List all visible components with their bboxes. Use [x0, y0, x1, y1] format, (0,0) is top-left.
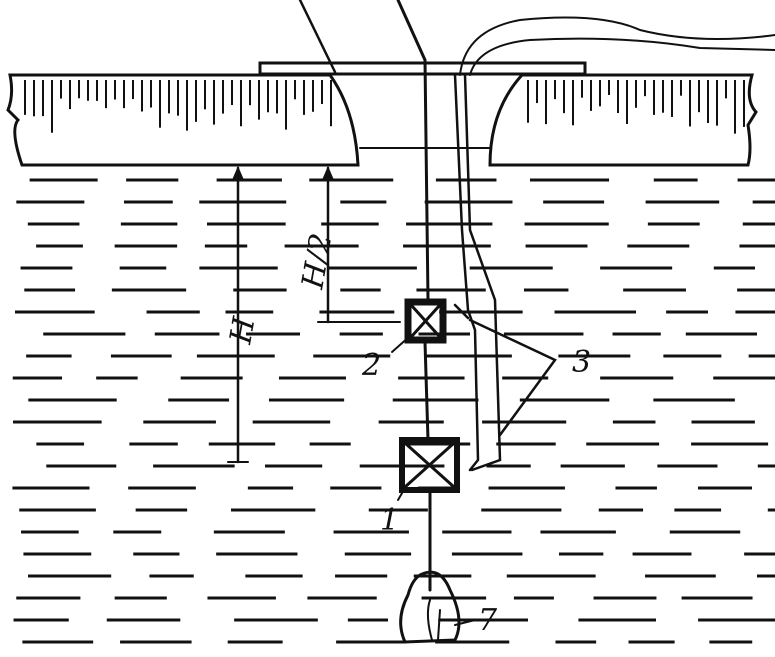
ice-right — [488, 73, 758, 167]
leader-bottle-lower — [397, 487, 406, 501]
label-H-half: H/2 — [295, 231, 339, 293]
label-H: H — [223, 314, 262, 348]
bottle-upper-cross-icon — [410, 304, 441, 338]
label-bottle-upper: 2 — [361, 348, 381, 383]
label-cables: 3 — [572, 345, 591, 380]
ice-layer — [6, 61, 758, 167]
bottle-lower-cross-icon — [403, 441, 456, 489]
arrow-up-icon — [322, 166, 334, 180]
sinker-weight — [399, 570, 461, 644]
bottle-lower-body — [399, 437, 460, 493]
cable-top — [459, 16, 775, 76]
label-weight: 7 — [478, 603, 498, 638]
sampling-rope — [396, 0, 432, 592]
dimension-H: H — [223, 166, 263, 464]
ice-hatching — [24, 80, 745, 134]
plank-cover — [258, 61, 587, 76]
dimension-H-half: H/2 — [295, 166, 401, 324]
arrow-up-icon — [232, 166, 244, 180]
bottle-upper-body — [404, 298, 447, 344]
cable-top-2 — [469, 37, 775, 76]
pole-line — [298, 0, 337, 74]
ice-left — [6, 73, 360, 167]
bottle-lower — [399, 437, 460, 493]
cable-2 — [463, 73, 502, 472]
water-dashes — [12, 178, 775, 644]
label-bottle-lower: 1 — [380, 503, 399, 538]
leader-weight — [454, 619, 476, 626]
label-leader-cables — [453, 303, 557, 437]
leader-bottle-upper — [391, 335, 411, 353]
bottle-upper — [404, 298, 447, 344]
sinker-detail — [426, 599, 441, 641]
